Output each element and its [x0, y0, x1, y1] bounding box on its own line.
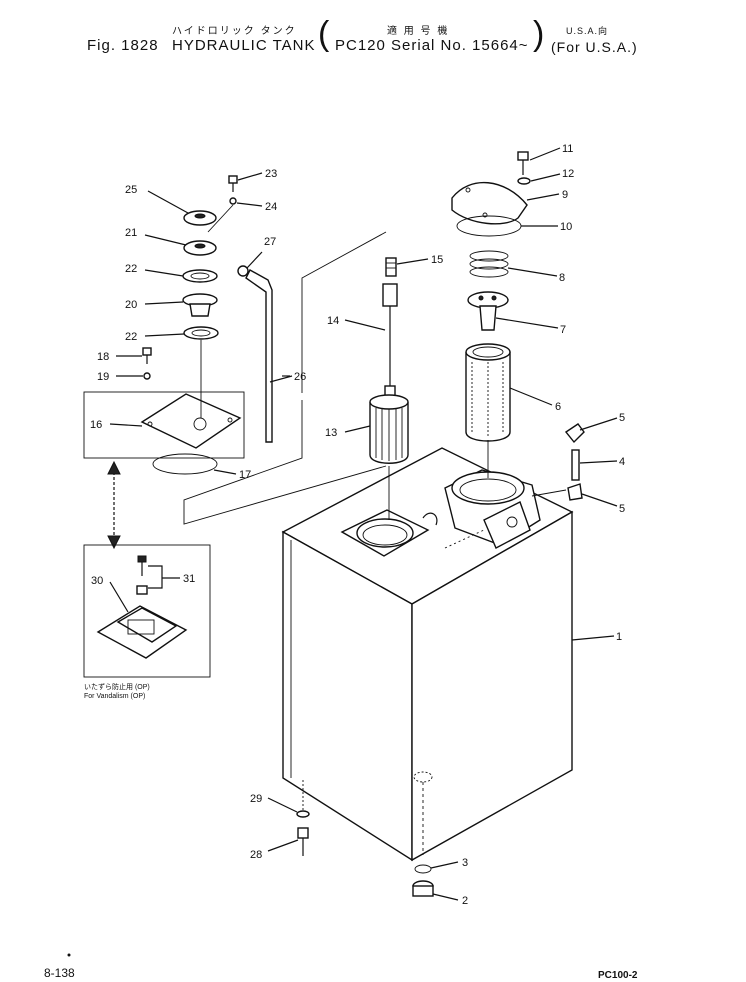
pipe-26 [245, 269, 273, 443]
callout-15: 15 [431, 254, 443, 266]
breather-body-21 [144, 234, 217, 256]
suction-filter-flange [340, 509, 438, 557]
callout-4: 4 [619, 456, 625, 468]
gasket-22-upper [144, 269, 218, 283]
page-number: 8-138 [44, 966, 75, 980]
adapter-20 [144, 293, 218, 317]
bolt-11 [517, 147, 561, 175]
washer-19 [143, 372, 151, 380]
rod-14 [344, 283, 398, 397]
callout-6: 6 [555, 401, 561, 413]
callout-13: 13 [325, 427, 337, 439]
callout-7: 7 [560, 324, 566, 336]
callout-28: 28 [250, 849, 262, 861]
bolt-23 [228, 172, 263, 192]
serial-japanese: 適 用 号 機 [387, 26, 450, 37]
washer-29 [267, 780, 310, 818]
callout-27: 27 [264, 236, 276, 248]
close-paren-glyph: ) [533, 15, 545, 53]
bolt-18 [116, 347, 152, 364]
callout-25: 25 [125, 184, 137, 196]
stray-dot-mark [67, 953, 71, 957]
region-japanese: U.S.A.向 [566, 26, 609, 36]
callout-22-lower: 22 [125, 331, 137, 343]
figure-number: Fig. 1828 [87, 37, 159, 54]
model-code: PC100-2 [598, 970, 638, 981]
suction-strainer-13 [344, 394, 409, 520]
callout-9: 9 [562, 189, 568, 201]
inset-caption-english: For Vandalism (OP) [84, 693, 145, 700]
callout-12: 12 [562, 168, 574, 180]
diagram-title: HYDRAULIC TANK [172, 37, 316, 54]
region-label: (For U.S.A.) [551, 39, 638, 55]
callout-17: 17 [239, 469, 251, 481]
callout-18: 18 [97, 351, 109, 363]
bolt-28 [267, 827, 309, 856]
spring-8 [469, 250, 558, 278]
callout-30: 30 [91, 575, 103, 587]
breather-cap-25 [147, 190, 217, 226]
return-filter-element-6 [465, 343, 553, 478]
callout-29: 29 [250, 793, 262, 805]
callout-8: 8 [559, 272, 565, 284]
callout-11: 11 [562, 143, 573, 155]
washer-24 [229, 197, 237, 205]
callout-22-upper: 22 [125, 263, 137, 275]
title-japanese: ハイドロリック タンク [172, 26, 297, 37]
callout-24: 24 [265, 201, 277, 213]
callout-20: 20 [125, 299, 137, 311]
o-ring-17 [152, 453, 218, 475]
callout-5-upper: 5 [619, 412, 625, 424]
callout-10: 10 [560, 221, 572, 233]
washer-12 [517, 177, 531, 185]
plug-15 [385, 257, 429, 277]
return-filter-housing [444, 469, 541, 549]
callout-19: 19 [97, 371, 109, 383]
hose-4 [571, 449, 618, 481]
callout-3: 3 [462, 857, 468, 869]
callout-5-lower: 5 [619, 503, 625, 515]
callout-31: 31 [183, 573, 195, 585]
alternative-arrow [107, 460, 121, 550]
serial-range: PC120 Serial No. 15664~ [335, 37, 529, 54]
elbow-5-upper [564, 417, 618, 444]
cover-group-frame [83, 391, 245, 459]
gasket-22-lower [144, 326, 219, 340]
lock-bolt-31 [136, 555, 180, 595]
callout-26: 26 [294, 371, 306, 383]
vandalism-inset-frame [83, 544, 211, 678]
callout-16: 16 [90, 419, 102, 431]
callout-2: 2 [462, 895, 468, 907]
open-paren-glyph: ( [318, 15, 330, 53]
elbow-5-lower [567, 483, 618, 507]
o-ring-3 [414, 861, 459, 874]
lockable-cap-30 [96, 581, 188, 659]
inset-caption-japanese: いたずら防止用 (OP) [84, 682, 150, 691]
link-line-lower [183, 400, 387, 525]
drain-plug-2 [412, 880, 459, 901]
callout-14: 14 [327, 315, 339, 327]
callout-23: 23 [265, 168, 277, 180]
valve-7 [467, 291, 559, 331]
callout-21: 21 [125, 227, 137, 239]
cover-plate-16 [109, 340, 242, 449]
elbow-27 [237, 251, 263, 277]
link-line-upper [301, 231, 387, 393]
callout-1: 1 [616, 631, 622, 643]
